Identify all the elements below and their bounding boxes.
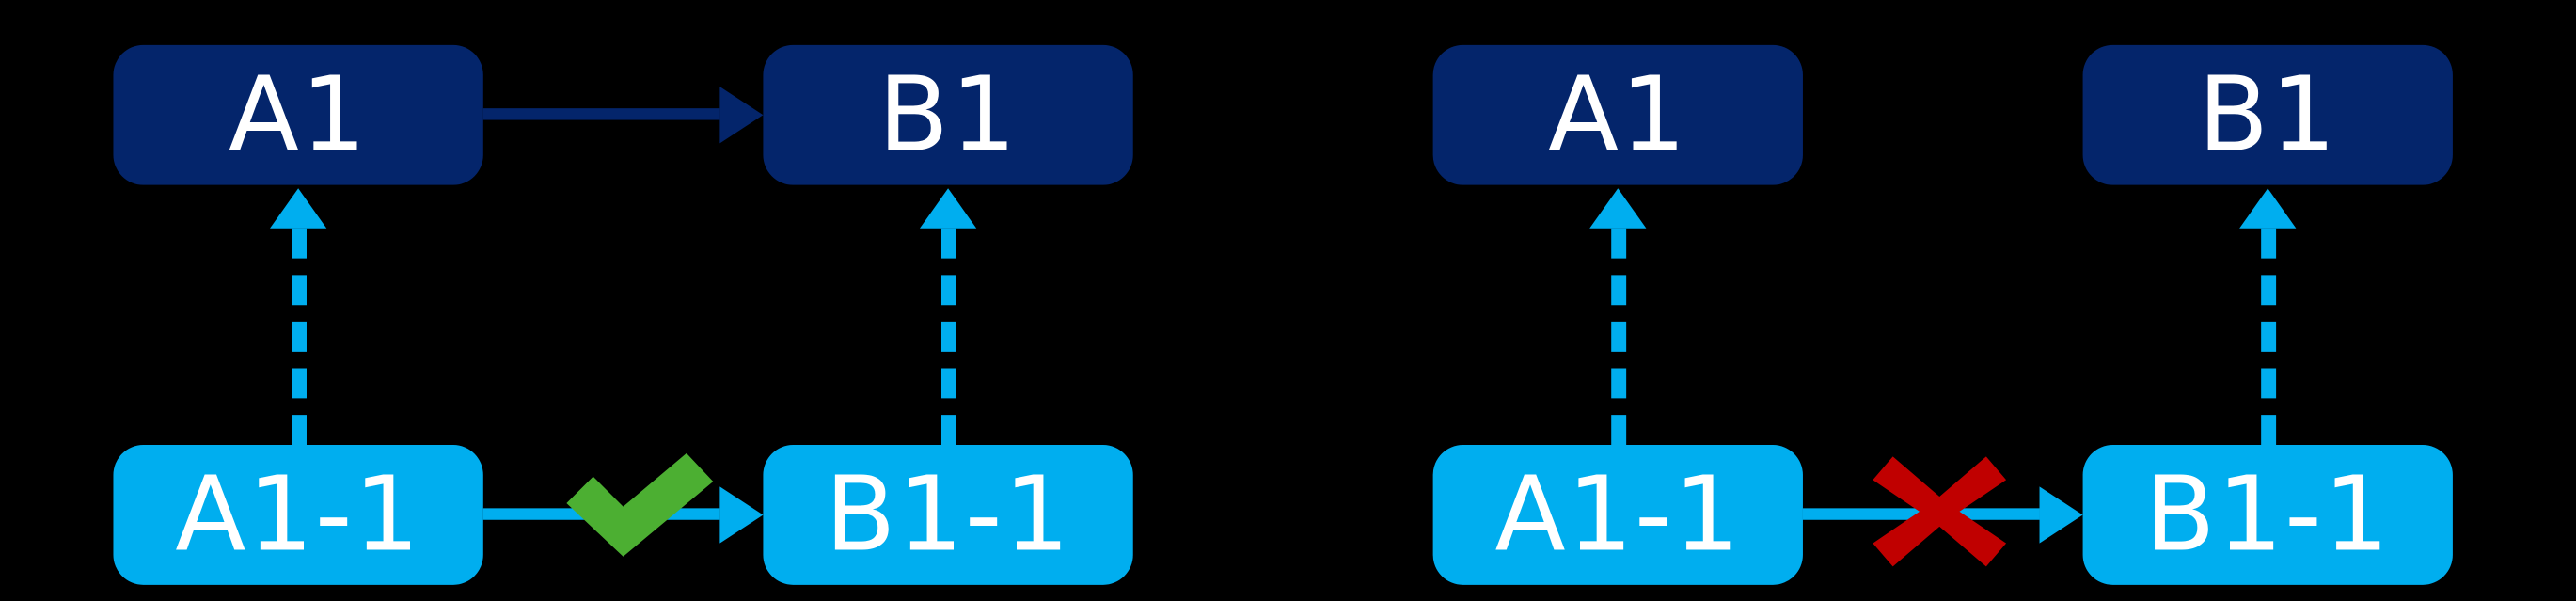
node-label: B1-1: [825, 452, 1072, 576]
node-label: A1-1: [175, 452, 421, 576]
edge-b1-1-to-b1-dashes: [2261, 228, 2277, 446]
edge-b1-1-to-b1-arrowhead: [2239, 188, 2297, 229]
node-a1-1-right[interactable]: A1-1: [1432, 445, 1803, 585]
edge-b1-1-to-b1-dashes: [940, 228, 956, 446]
node-label: B1: [2197, 53, 2338, 176]
node-a1-left[interactable]: A1: [113, 44, 483, 185]
edge-a1-1-to-a1-dashes: [292, 228, 307, 446]
node-b1-1-left[interactable]: B1-1: [763, 445, 1133, 585]
node-label: A1-1: [1494, 452, 1742, 576]
edge-a1-to-b1-line: [482, 108, 720, 120]
edge-a1-1-to-b1-1-arrowhead: [719, 486, 764, 544]
edge-b1-1-to-b1-arrowhead: [919, 188, 977, 229]
node-b1-left[interactable]: B1: [763, 44, 1133, 185]
cross-mark-icon: [1870, 453, 2010, 570]
edge-a1-1-to-a1-arrowhead: [1589, 188, 1647, 229]
node-b1-1-right[interactable]: B1-1: [2082, 445, 2453, 585]
node-label: A1: [1547, 53, 1688, 176]
node-label: A1: [228, 53, 369, 176]
check-mark-icon: [557, 452, 723, 570]
node-label: B1-1: [2144, 452, 2392, 576]
edge-a1-1-to-a1-dashes: [1611, 228, 1627, 446]
node-a1-1-left[interactable]: A1-1: [113, 445, 483, 585]
node-a1-right[interactable]: A1: [1432, 44, 1803, 185]
node-label: B1: [877, 53, 1019, 176]
edge-a1-1-to-b1-1-arrowhead: [2039, 486, 2083, 544]
edge-a1-to-b1-arrowhead: [719, 87, 764, 144]
node-b1-right[interactable]: B1: [2082, 44, 2453, 185]
edge-a1-1-to-a1-arrowhead: [270, 188, 327, 229]
